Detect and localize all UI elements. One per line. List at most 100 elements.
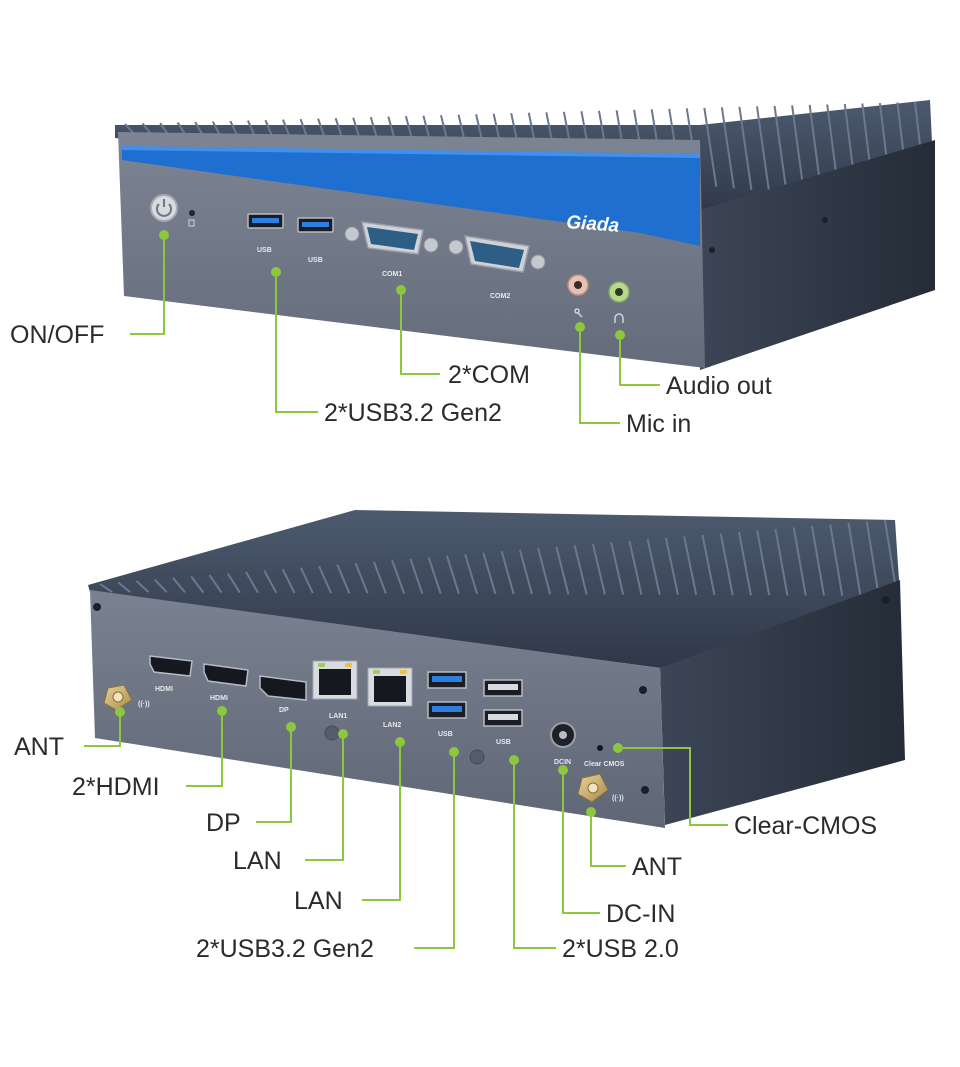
front-side-panel <box>700 140 935 370</box>
heatsink-fin <box>281 568 296 594</box>
wifi-icon-left: ((·)) <box>138 701 150 708</box>
rear-screw-4 <box>882 596 890 604</box>
heatsink-fin <box>518 549 533 595</box>
heatsink-fin <box>391 559 406 594</box>
dc-label: DCIN <box>554 759 571 766</box>
heatsink-fin <box>154 578 168 593</box>
anchor-usb <box>271 267 281 277</box>
com-label-2: COM2 <box>490 293 510 300</box>
front-usb-label-1: USB <box>257 247 272 254</box>
rear-usb3-port-1[interactable] <box>427 671 467 689</box>
front-usb-port-2[interactable] <box>297 217 334 233</box>
heatsink-fin <box>683 536 698 596</box>
leader-dp <box>256 727 292 823</box>
heatsink-fin <box>299 567 314 594</box>
heatsink-fin <box>756 530 771 596</box>
heatsink-fin <box>719 533 734 596</box>
power-led <box>189 210 195 216</box>
leader-usb3 <box>414 752 455 949</box>
leader-audio-out <box>619 335 660 386</box>
callout-power: ON/OFF <box>10 321 104 349</box>
lan-label-1: LAN1 <box>329 713 347 720</box>
heatsink-fin <box>427 556 442 594</box>
rear-usb2-port-2[interactable] <box>483 709 523 727</box>
callout-ant-left: ANT <box>14 733 64 761</box>
heatsink-fin <box>756 106 770 192</box>
heatsink-fin <box>318 565 332 594</box>
heatsink-fin <box>135 580 150 593</box>
com-port-2[interactable] <box>448 235 546 273</box>
anchor-dc-in <box>558 765 568 775</box>
antenna-connector-left[interactable] <box>103 684 133 711</box>
front-blue-stripe <box>122 146 700 246</box>
leader-lan-1 <box>305 734 344 861</box>
clear-cmos-button[interactable] <box>597 745 603 751</box>
heatsink-fin <box>847 522 862 596</box>
callout-clear-cmos: Clear-CMOS <box>734 812 877 840</box>
heatsink-fin <box>555 546 570 595</box>
heatsink-fin <box>738 106 753 191</box>
hdmi-port-2[interactable] <box>203 663 249 687</box>
leader-power <box>130 235 165 335</box>
heatsink-fin <box>245 571 259 594</box>
hdmi-label-2: HDMI <box>210 695 228 702</box>
front-screw-1 <box>822 217 828 223</box>
leader-ant-right <box>590 812 626 867</box>
heatsink-fin <box>372 561 387 594</box>
heatsink-fin <box>737 531 752 596</box>
front-usb-port-1[interactable] <box>247 213 284 229</box>
anchor-com <box>396 285 406 295</box>
heatsink-fin <box>720 107 735 189</box>
leader-com <box>400 290 440 375</box>
heatsink-fin <box>190 575 205 594</box>
leader-mic-in <box>579 327 620 424</box>
audio-out-jack[interactable] <box>608 281 630 303</box>
anchor-mic-in <box>575 322 585 332</box>
lan-label-2: LAN2 <box>383 722 401 729</box>
leader-usb2 <box>513 760 556 949</box>
dc-in-jack[interactable] <box>550 722 576 748</box>
rear-usb2-label: USB <box>496 739 511 746</box>
rear-usb3-port-2[interactable] <box>427 701 467 719</box>
heatsink-fin <box>628 540 643 595</box>
heatsink-fin <box>445 555 460 595</box>
hdd-led-icon <box>188 219 195 227</box>
heatsink-fin <box>464 553 479 595</box>
leader-hdmi <box>186 711 223 787</box>
hdmi-port-1[interactable] <box>149 655 193 677</box>
rear-face <box>90 590 665 828</box>
giada-logo: Giada <box>566 212 621 237</box>
rear-usb2-port-1[interactable] <box>483 679 523 697</box>
rear-callouts: ANT 2*HDMI DP LAN LAN 2*USB3.2 Gen2 Clea… <box>14 706 877 963</box>
leader-dc-in <box>562 770 600 914</box>
antenna-connector-right[interactable] <box>577 773 609 803</box>
callout-mic-in: Mic in <box>626 410 691 438</box>
lan-port-2[interactable] <box>367 667 413 707</box>
leader-lan-2 <box>362 742 401 901</box>
mic-jack[interactable] <box>567 274 589 296</box>
rear-heatsink-fins <box>99 519 898 597</box>
heatsink-fin <box>226 573 241 594</box>
callout-usb2: 2*USB 2.0 <box>562 935 679 963</box>
rear-side-panel <box>660 580 905 825</box>
lan-port-1[interactable] <box>312 660 358 700</box>
com-port-1[interactable] <box>344 221 439 255</box>
heatsink-fin <box>865 521 880 597</box>
heatsink-fin <box>792 527 807 596</box>
headphone-icon <box>614 313 624 323</box>
displayport[interactable] <box>259 675 307 701</box>
microphone-icon <box>574 308 583 318</box>
com-label-1: COM1 <box>382 271 402 278</box>
heatsink-fin <box>701 534 716 596</box>
power-button[interactable] <box>150 194 178 222</box>
heatsink-fin <box>117 581 131 593</box>
rear-screw-1 <box>93 603 101 611</box>
heatsink-fin <box>354 562 369 594</box>
anchor-lan-2 <box>395 737 405 747</box>
anchor-dp <box>286 722 296 732</box>
heatsink-fin <box>610 542 625 595</box>
heatsink-fin <box>773 105 788 194</box>
heatsink-fin <box>172 577 186 594</box>
callout-lan-1: LAN <box>233 847 282 875</box>
heatsink-fin <box>591 543 606 595</box>
